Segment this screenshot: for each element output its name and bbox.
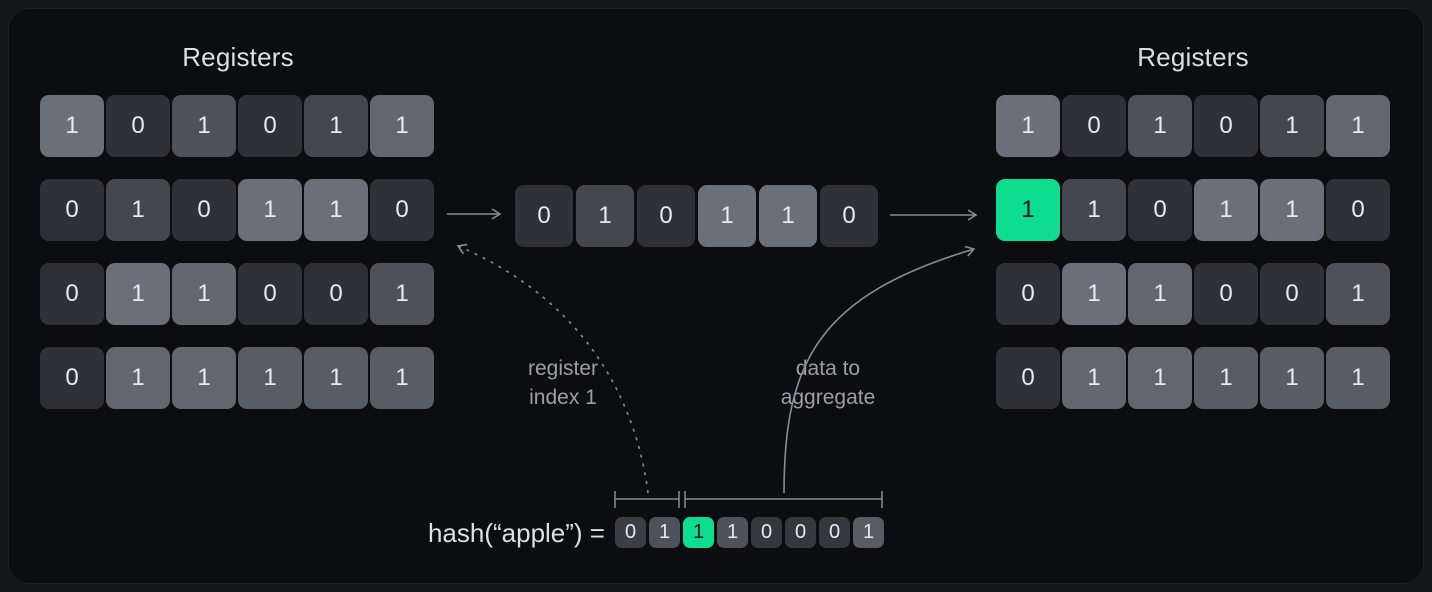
hash-bit-cell: 1 [683, 517, 714, 548]
register-cell: 0 [1194, 263, 1258, 325]
register-cell: 1 [1062, 179, 1126, 241]
register-cell: 1 [1062, 347, 1126, 409]
register-cell: 1 [1326, 95, 1390, 157]
register-cell: 1 [106, 179, 170, 241]
hash-bit-cell: 1 [717, 517, 748, 548]
register-cell: 1 [106, 347, 170, 409]
register-cell: 0 [40, 347, 104, 409]
register-cell: 1 [1260, 95, 1324, 157]
register-cell: 0 [1194, 95, 1258, 157]
register-cell: 0 [1062, 95, 1126, 157]
hash-bit-cell: 1 [649, 517, 680, 548]
register-cell: 1 [370, 95, 434, 157]
register-cell: 0 [1326, 179, 1390, 241]
left-registers-title: Registers [182, 42, 294, 72]
hash-expression-label: hash(“apple”) = [427, 518, 605, 548]
buffer-cell: 1 [576, 185, 634, 247]
register-cell: 0 [304, 263, 368, 325]
right-registers-title: Registers [1137, 42, 1249, 72]
data-to-aggregate-label-line2: aggregate [780, 386, 876, 409]
data-to-aggregate-label-line1: data to [795, 357, 861, 380]
hash-bit-cell: 0 [785, 517, 816, 548]
register-cell: 0 [106, 95, 170, 157]
register-cell: 1 [1128, 263, 1192, 325]
register-cell: 0 [238, 95, 302, 157]
register-cell: 1 [1194, 179, 1258, 241]
register-cell: 1 [1326, 347, 1390, 409]
register-cell: 1 [1062, 263, 1126, 325]
register-cell: 1 [1128, 347, 1192, 409]
register-cell: 1 [172, 263, 236, 325]
register-index-label-line1: register [527, 357, 599, 380]
register-cell: 1 [1194, 347, 1258, 409]
register-cell: 0 [40, 179, 104, 241]
register-cell: 1 [370, 263, 434, 325]
register-cell: 0 [172, 179, 236, 241]
register-cell: 1 [1128, 95, 1192, 157]
register-cell: 1 [238, 347, 302, 409]
register-cell: 0 [996, 263, 1060, 325]
register-cell: 1 [40, 95, 104, 157]
register-cell: 0 [1260, 263, 1324, 325]
buffer-cell: 1 [759, 185, 817, 247]
register-cell: 0 [996, 347, 1060, 409]
register-cell: 0 [238, 263, 302, 325]
register-cell: 0 [370, 179, 434, 241]
register-cell: 1 [172, 95, 236, 157]
register-cell: 1 [370, 347, 434, 409]
register-cell: 1 [1260, 347, 1324, 409]
register-cell: 1 [1326, 263, 1390, 325]
hash-bit-cell: 1 [853, 517, 884, 548]
register-cell: 1 [1260, 179, 1324, 241]
buffer-cell: 0 [820, 185, 878, 247]
register-cell: 1 [238, 179, 302, 241]
register-cell: 1 [106, 263, 170, 325]
register-cell: 1 [996, 179, 1060, 241]
register-cell: 1 [304, 347, 368, 409]
buffer-cell: 0 [637, 185, 695, 247]
register-cell: 1 [304, 95, 368, 157]
register-index-label-line2: index 1 [529, 386, 597, 409]
register-cell: 1 [304, 179, 368, 241]
register-cell: 0 [1128, 179, 1192, 241]
register-cell: 1 [996, 95, 1060, 157]
buffer-cell: 1 [698, 185, 756, 247]
hash-bit-cell: 0 [751, 517, 782, 548]
register-index-label: register index 1 [528, 354, 598, 412]
register-cell: 1 [172, 347, 236, 409]
buffer-cell: 0 [515, 185, 573, 247]
register-cell: 0 [40, 263, 104, 325]
hash-bit-cell: 0 [615, 517, 646, 548]
data-to-aggregate-label: data to aggregate [781, 354, 876, 412]
hash-bit-cell: 0 [819, 517, 850, 548]
